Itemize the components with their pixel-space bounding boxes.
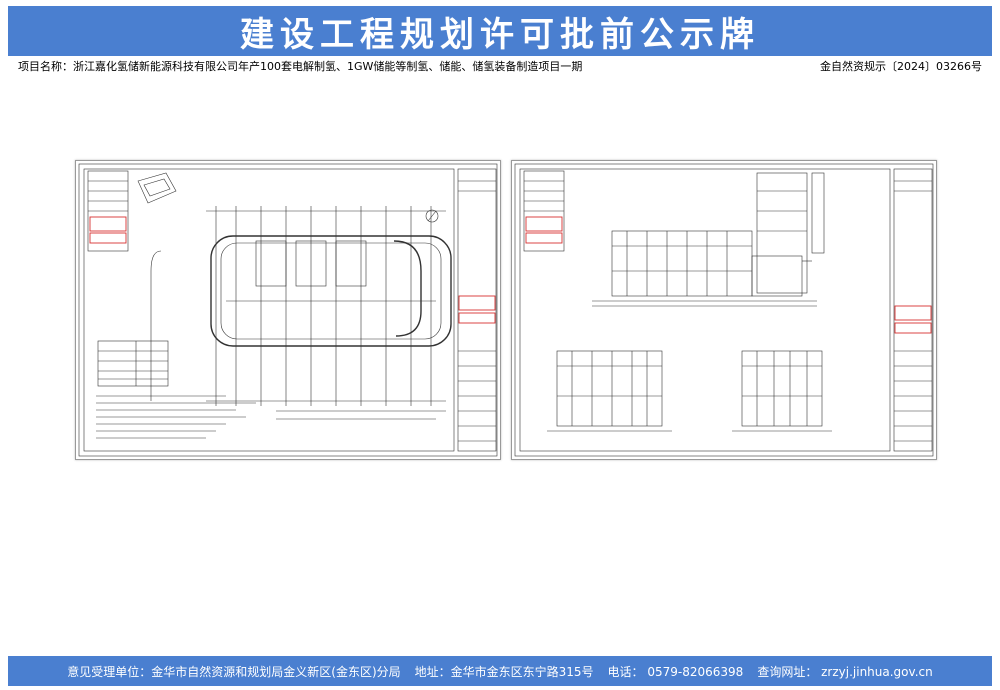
footer-banner: 意见受理单位：金华市自然资源和规划局金义新区(金东区)分局 地址：金华市金东区东… [8,656,992,686]
project-info-row: 项目名称：浙江嘉化氢储新能源科技有限公司年产100套电解制氢、1GW储能等制氢、… [18,58,982,74]
drawing-sheet-elevations [511,160,937,460]
footer-office: 意见受理单位：金华市自然资源和规划局金义新区(金东区)分局 [67,664,401,679]
footer-phone: 电话： 0579-82066398 [607,664,744,679]
page-title: 建设工程规划许可批前公示牌 [240,14,760,55]
elevation-drawing [514,163,934,457]
drawing-sheet-floor-plan [75,160,501,460]
floor-plan-drawing [78,163,498,457]
footer-website[interactable]: 查询网址： zrzyj.jinhua.gov.cn [757,664,933,679]
permit-code: 金自然资规示〔2024〕03266号 [820,60,982,73]
project-name: 项目名称：浙江嘉化氢储新能源科技有限公司年产100套电解制氢、1GW储能等制氢、… [18,60,583,73]
footer-address: 地址：金华市金东区东宁路315号 [414,664,594,679]
header-banner: 建设工程规划许可批前公示牌 [8,6,992,56]
